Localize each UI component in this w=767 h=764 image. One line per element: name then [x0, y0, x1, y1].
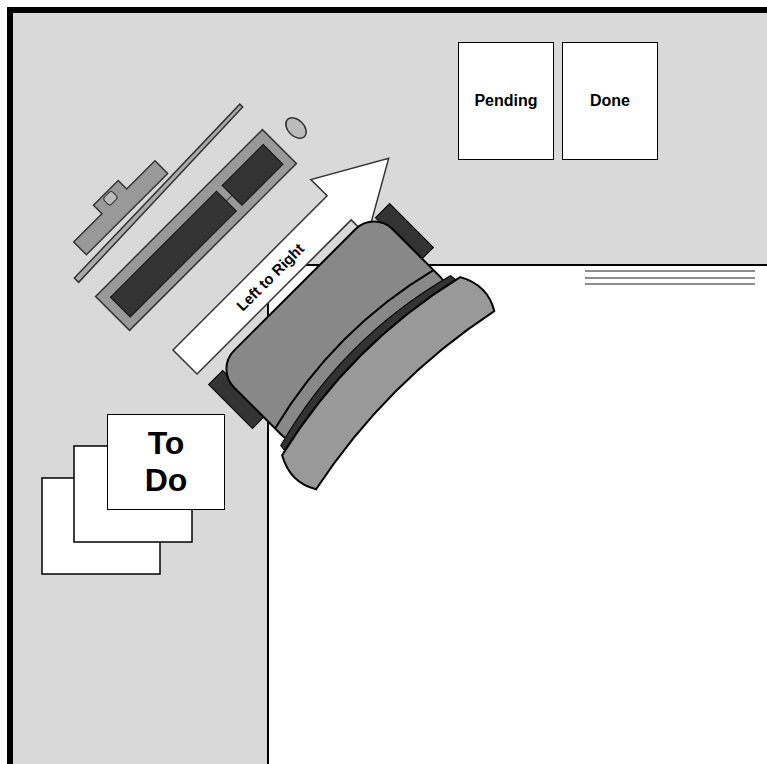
tray-label: Done — [590, 92, 630, 110]
todo-paper: To Do — [107, 414, 225, 510]
tray-box: Done — [562, 42, 658, 160]
tray-box: Pending — [458, 42, 554, 160]
tray-label: To Do — [145, 425, 188, 499]
tray-label: Pending — [474, 92, 537, 110]
